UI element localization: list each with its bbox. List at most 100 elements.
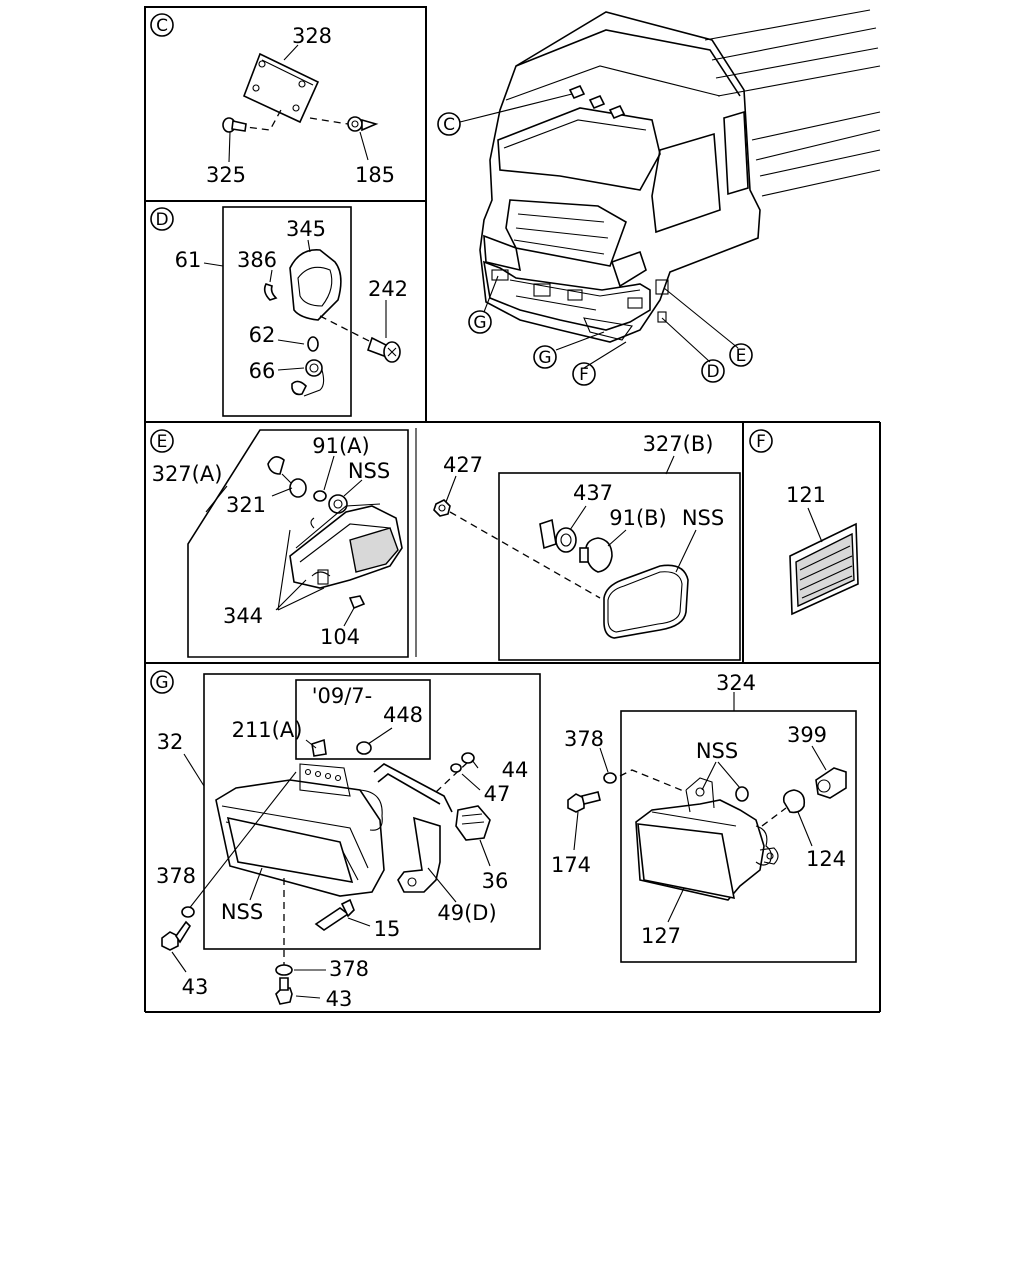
bulb-91a xyxy=(313,490,327,502)
svg-text:F: F xyxy=(756,432,766,452)
svg-text:C: C xyxy=(156,16,168,36)
section-c-marker: C xyxy=(150,13,174,37)
label-427: 427 xyxy=(443,453,483,477)
clip-386 xyxy=(263,283,278,301)
socket-437 xyxy=(539,518,577,553)
label-327a: 327(A) xyxy=(152,462,223,486)
nut-427 xyxy=(433,499,451,517)
washer-378-right xyxy=(603,772,617,784)
label-32: 32 xyxy=(157,730,184,754)
label-399: 399 xyxy=(787,723,827,747)
label-242: 242 xyxy=(368,277,408,301)
svg-text:E: E xyxy=(736,346,747,366)
bulb-62 xyxy=(307,336,319,352)
label-nss-e1: NSS xyxy=(348,459,390,483)
lamp-345 xyxy=(289,249,342,321)
roof-lamp-3 xyxy=(608,104,626,120)
svg-text:D: D xyxy=(155,210,168,230)
svg-text:D: D xyxy=(706,362,719,382)
section-f-marker: F xyxy=(749,429,773,453)
label-61: 61 xyxy=(175,248,202,272)
truck-callout-f: F xyxy=(572,362,596,386)
label-43-bottom: 43 xyxy=(326,987,353,1011)
bulb-124 xyxy=(782,789,806,814)
washer-378-left xyxy=(181,906,195,918)
label-378-right: 378 xyxy=(564,727,604,751)
panel-g-left: '09/7- 448 xyxy=(156,673,541,1011)
label-124: 124 xyxy=(806,847,846,871)
washer-378-bottom xyxy=(275,964,293,976)
truck-overview xyxy=(459,9,881,369)
panel-frames xyxy=(144,6,881,1013)
panel-e-right: 427 327(B) 437 91(B) NSS xyxy=(433,432,741,661)
clip-185 xyxy=(347,116,379,132)
label-211a: 211(A) xyxy=(232,718,303,742)
svg-text:G: G xyxy=(155,673,168,693)
section-e-marker: E xyxy=(150,429,174,453)
panel-f: 121 xyxy=(786,483,859,616)
truck-callout-g-left: G xyxy=(468,310,492,334)
date-box xyxy=(295,679,431,760)
truck-callout-c: C xyxy=(437,112,461,136)
bolt-43-left xyxy=(161,920,192,951)
svg-text:G: G xyxy=(538,348,551,368)
gasket-nss xyxy=(328,494,348,514)
label-378-left: 378 xyxy=(156,864,196,888)
panel-c: 328 325 185 xyxy=(206,24,395,187)
label-66: 66 xyxy=(249,359,276,383)
label-321: 321 xyxy=(226,493,266,517)
washer-47 xyxy=(450,763,462,773)
screw-242 xyxy=(366,336,401,363)
roof-lamp-2 xyxy=(588,94,606,110)
svg-text:C: C xyxy=(443,115,455,135)
label-nss-g: NSS xyxy=(221,900,263,924)
lens-327b xyxy=(603,564,689,639)
bolt-174 xyxy=(581,791,601,805)
label-44: 44 xyxy=(502,758,529,782)
label-324: 324 xyxy=(716,671,756,695)
svg-text:G: G xyxy=(473,313,486,333)
label-386: 386 xyxy=(237,248,277,272)
gasket-nss-g2 xyxy=(735,786,749,802)
label-49d: 49(D) xyxy=(437,901,496,925)
plate-328 xyxy=(242,52,320,124)
socket-66 xyxy=(291,359,325,397)
truck-callout-g-bottom: G xyxy=(533,345,557,369)
svg-text:F: F xyxy=(579,365,589,385)
socket-399 xyxy=(815,767,847,799)
label-174: 174 xyxy=(551,853,591,877)
screw-104 xyxy=(348,595,366,610)
section-d-marker: D xyxy=(150,207,174,231)
socket-321 xyxy=(289,478,307,498)
label-325: 325 xyxy=(206,163,246,187)
label-91a: 91(A) xyxy=(312,434,369,458)
label-121: 121 xyxy=(786,483,826,507)
label-15: 15 xyxy=(374,917,401,941)
bolt-43-bottom xyxy=(275,977,293,1005)
label-185: 185 xyxy=(355,163,395,187)
label-36: 36 xyxy=(482,869,509,893)
label-345: 345 xyxy=(286,217,326,241)
label-437: 437 xyxy=(573,481,613,505)
label-43-left: 43 xyxy=(182,975,209,999)
screw-325 xyxy=(222,117,247,133)
label-date: '09/7- xyxy=(312,684,373,708)
label-47: 47 xyxy=(484,782,511,806)
label-nss-e2: NSS xyxy=(682,506,724,530)
label-104: 104 xyxy=(320,625,360,649)
panel-g-right: 324 378 NSS 399 174 124 127 xyxy=(551,671,857,963)
label-127: 127 xyxy=(641,924,681,948)
section-g-marker: G xyxy=(150,670,174,694)
panel-d: 345 61 386 242 62 66 xyxy=(175,206,408,417)
truck-callout-d: D xyxy=(701,359,725,383)
label-62: 62 xyxy=(249,323,276,347)
nut-44 xyxy=(461,752,475,764)
panel-e-left: 91(A) NSS 327(A) 321 344 104 xyxy=(152,429,409,658)
label-448: 448 xyxy=(383,703,423,727)
pin-15 xyxy=(314,907,350,931)
truck-callout-e: E xyxy=(729,343,753,367)
label-91b: 91(B) xyxy=(609,506,667,530)
label-nss-g2: NSS xyxy=(696,739,738,763)
